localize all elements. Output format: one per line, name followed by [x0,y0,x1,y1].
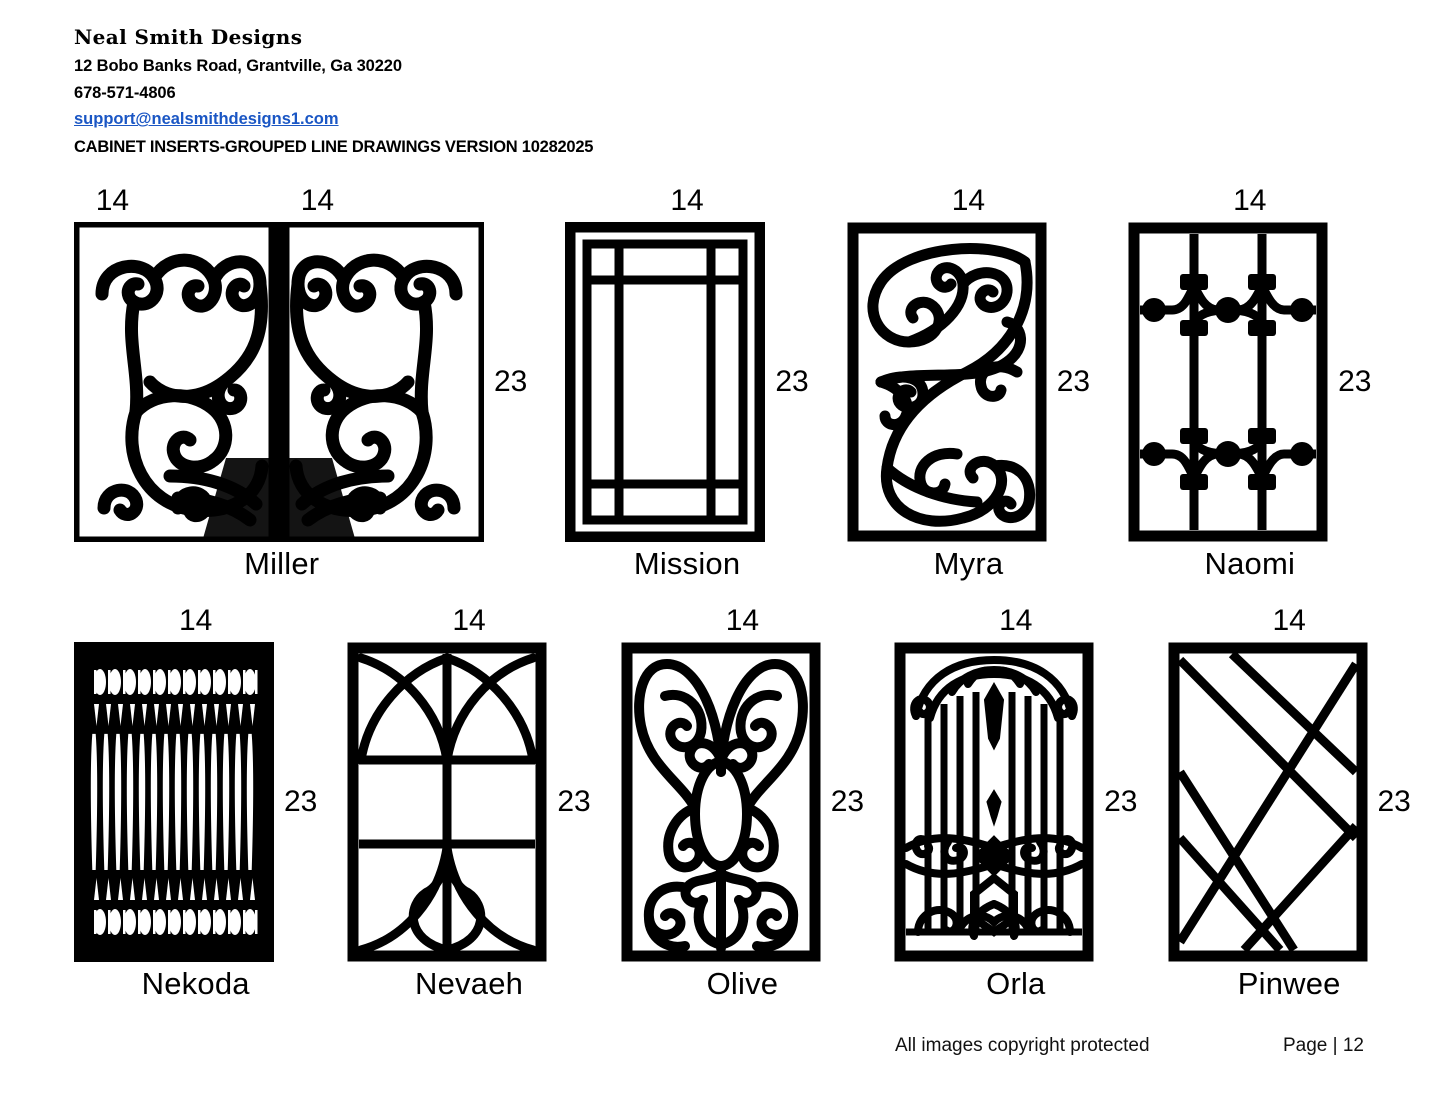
copyright-notice: All images copyright protected [895,1035,1150,1056]
design-name-mission: Mission [633,546,741,581]
panel-graphic-miller [74,222,484,542]
design-row-2: 14 [74,606,1411,999]
design-card-naomi[interactable]: 14 [1128,184,1372,581]
dim-height-orla: 23 [1104,785,1138,818]
panel-graphic-nevaeh [347,642,547,962]
dim-width-orla: 14 [999,604,1033,637]
design-card-orla[interactable]: 14 [894,604,1138,1001]
design-name-pinwee: Pinwee [1237,966,1341,1001]
design-row-1: 14 14 [74,186,1372,579]
miller-panel-left [74,222,274,542]
dim-width-miller-right: 14 [300,184,335,217]
support-email-link[interactable]: support@nealsmithdesigns1.com [74,110,339,129]
design-name-nevaeh: Nevaeh [415,966,524,1001]
dim-height-olive: 23 [830,785,865,818]
page-number: Page | 12 [1283,1035,1365,1056]
dim-width-myra: 14 [951,184,986,217]
design-card-nekoda[interactable]: 14 [74,606,317,999]
document-header: Neal Smith Designs 12 Bobo Banks Road, G… [74,24,593,161]
design-card-miller[interactable]: 14 14 [74,186,527,579]
company-phone: 678-571-4806 [74,83,176,102]
panel-graphic-myra [847,222,1047,542]
panel-graphic-naomi [1128,222,1328,542]
design-card-olive[interactable]: 14 [621,606,864,999]
design-name-nekoda: Nekoda [141,966,250,1001]
catalog-title: CABINET INSERTS-GROUPED LINE DRAWINGS VE… [74,138,594,157]
dim-width-miller-left: 14 [95,184,130,217]
dim-height-naomi: 23 [1338,365,1372,398]
panel-graphic-olive [621,642,821,962]
company-address: 12 Bobo Banks Road, Grantville, Ga 30220 [74,57,402,75]
design-name-miller: Miller [244,546,320,581]
dim-height-myra: 23 [1056,365,1091,398]
company-name: Neal Smith Designs [74,25,303,49]
dim-height-mission: 23 [775,365,809,398]
design-name-olive: Olive [706,966,779,1001]
design-name-naomi: Naomi [1204,546,1296,581]
miller-panel-right [284,222,484,542]
dim-width-olive: 14 [725,604,760,637]
panel-graphic-pinwee [1168,642,1368,962]
design-card-mission[interactable]: 14 23 Mission [565,184,809,581]
design-name-orla: Orla [986,966,1046,1001]
dim-width-naomi: 14 [1233,184,1267,217]
design-name-myra: Myra [933,546,1004,581]
panel-graphic-nekoda [74,642,274,962]
dim-height-nekoda: 23 [284,785,318,818]
design-card-pinwee[interactable]: 14 23 Pinwee [1168,606,1411,999]
dim-height-nevaeh: 23 [557,785,591,818]
design-card-myra[interactable]: 14 [847,186,1090,579]
panel-graphic-mission [565,222,766,542]
dim-width-pinwee: 14 [1272,604,1306,637]
design-card-nevaeh[interactable]: 14 [347,604,591,1001]
panel-graphic-orla [894,642,1094,962]
dim-width-mission: 14 [670,184,704,217]
dim-width-nekoda: 14 [179,604,213,637]
dim-height-pinwee: 23 [1377,785,1411,818]
dim-width-nevaeh: 14 [452,604,486,637]
dim-height-miller: 23 [494,365,528,398]
